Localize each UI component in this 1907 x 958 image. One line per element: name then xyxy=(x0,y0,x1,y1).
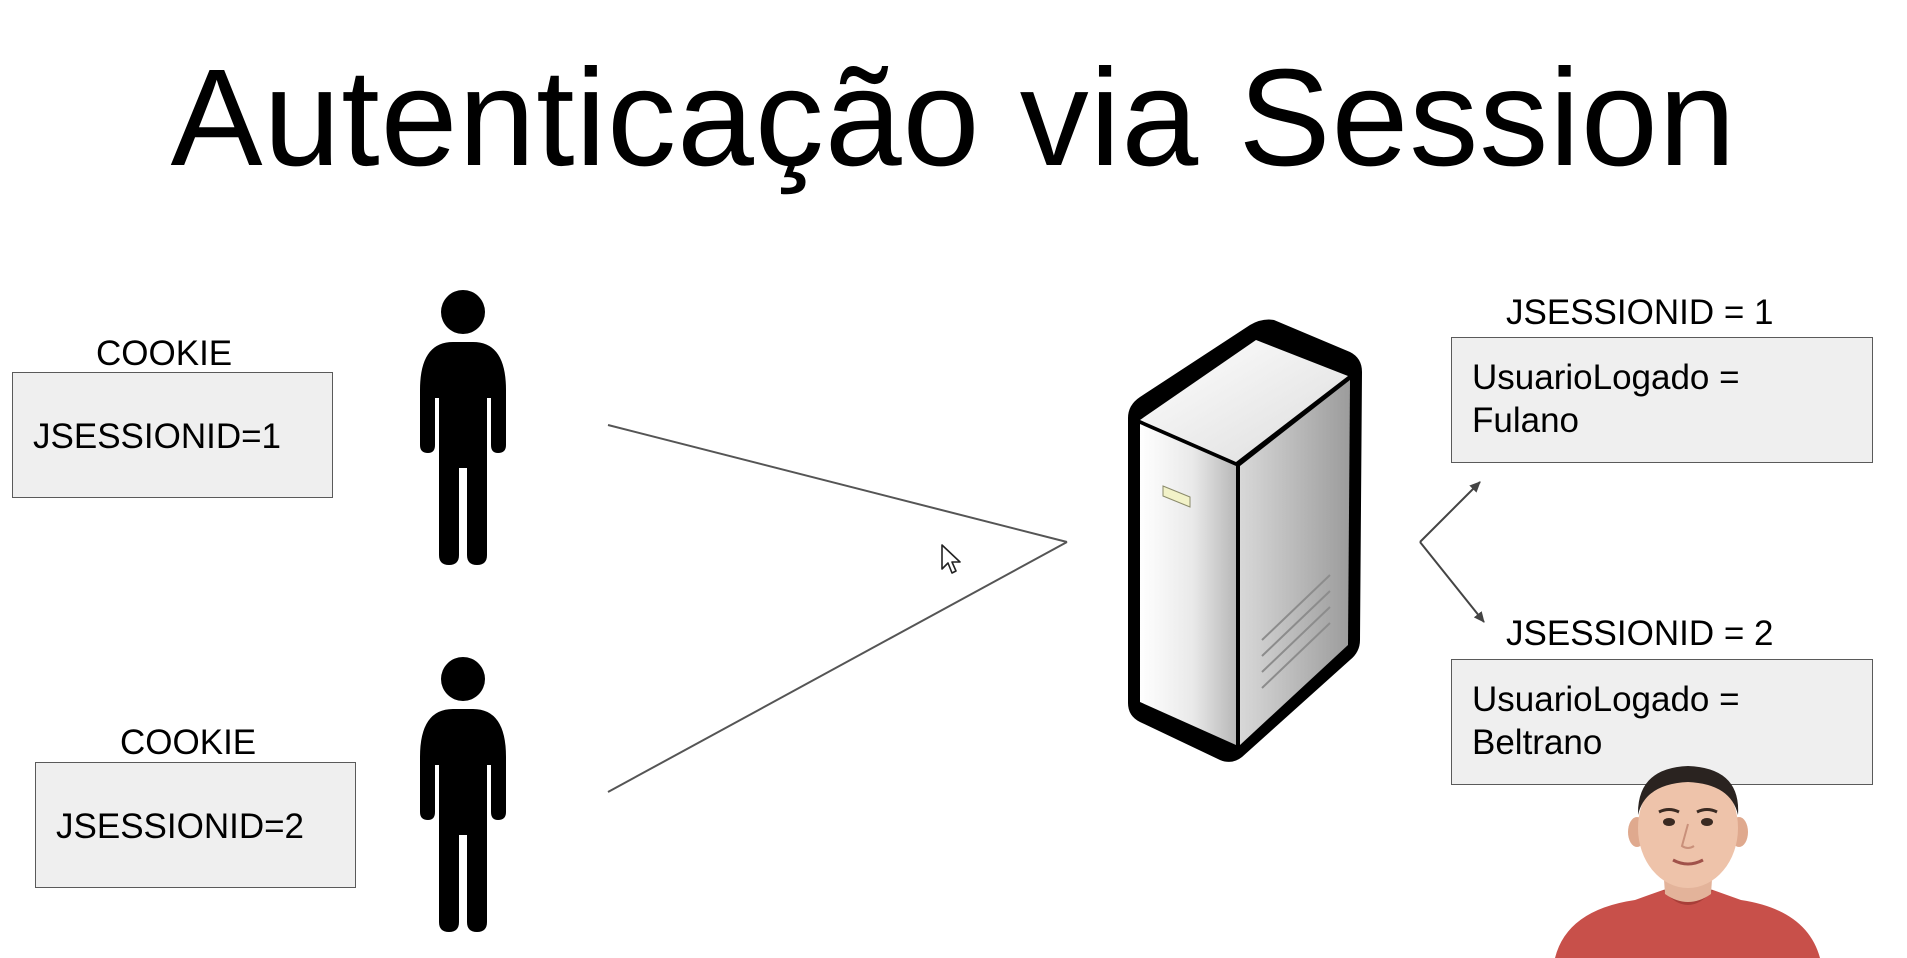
session-user-key: UsuarioLogado = xyxy=(1472,680,1740,719)
presenter-webcam xyxy=(1555,766,1820,958)
session-id-label: JSESSIONID = 1 xyxy=(1506,293,1774,332)
cookie-box: JSESSIONID=2 xyxy=(35,762,356,888)
session-box: UsuarioLogado = Fulano xyxy=(1451,337,1873,463)
session-id-label: JSESSIONID = 2 xyxy=(1506,614,1774,653)
slide-title: Autenticação via Session xyxy=(170,41,1737,195)
person-icon xyxy=(420,657,506,932)
session-box: UsuarioLogado = Beltrano xyxy=(1451,659,1873,785)
server-icon xyxy=(1128,319,1362,762)
cookie-value: JSESSIONID=2 xyxy=(56,807,305,846)
person-icon xyxy=(420,290,506,565)
session-user-value: Fulano xyxy=(1472,401,1580,440)
connection-line-user-1 xyxy=(607,424,1068,543)
session-arrow-1 xyxy=(1419,481,1481,543)
cookie-value: JSESSIONID=1 xyxy=(33,417,282,456)
session-user-value: Beltrano xyxy=(1472,723,1603,762)
session-user-key: UsuarioLogado = xyxy=(1472,358,1740,397)
cookie-label: COOKIE xyxy=(120,723,257,762)
mouse-pointer-icon xyxy=(941,544,961,574)
session-arrow-2 xyxy=(1419,541,1485,623)
cookie-label: COOKIE xyxy=(96,334,233,373)
cookie-box: JSESSIONID=1 xyxy=(12,372,333,498)
connection-line-user-2 xyxy=(607,541,1068,793)
